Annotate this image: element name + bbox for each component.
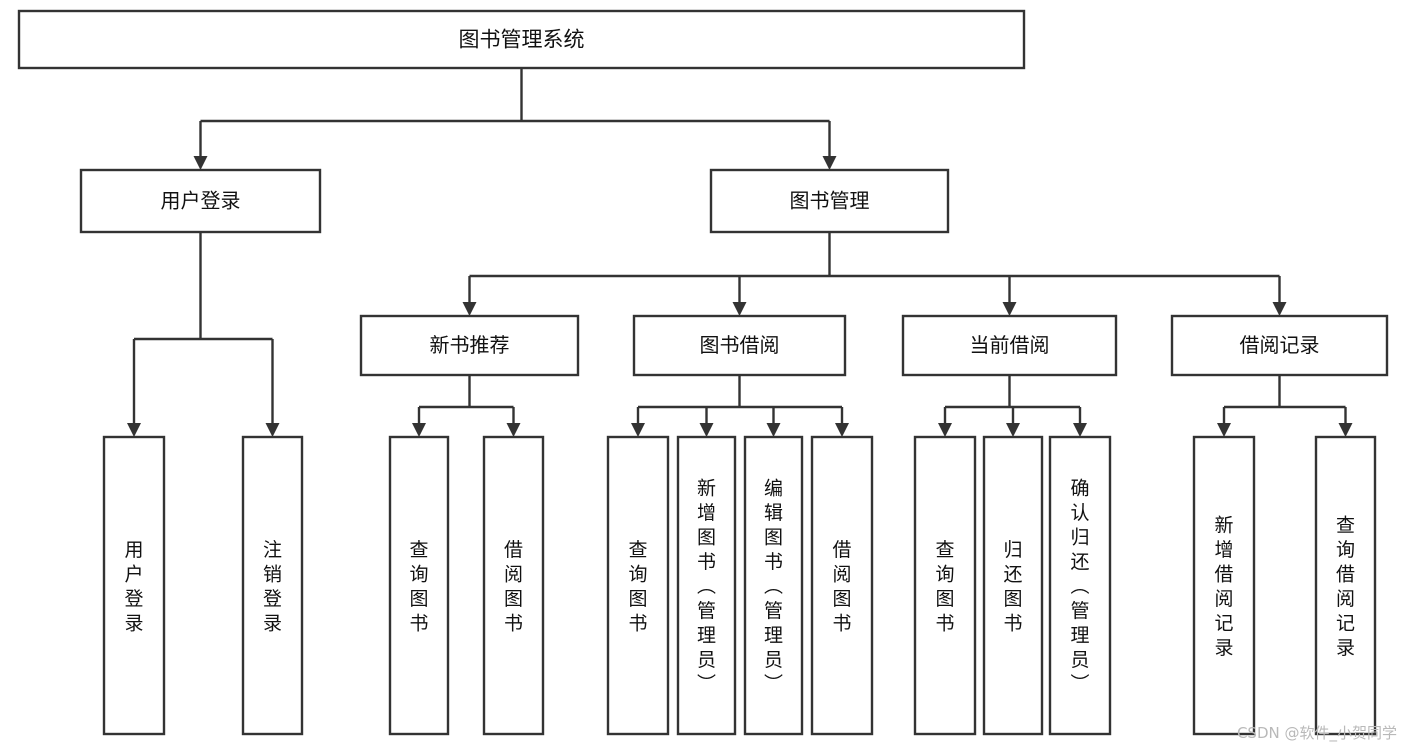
- node-box: [606, 435, 670, 736]
- node-book-borrow[interactable]: 图书借阅: [632, 314, 847, 377]
- node-label: 当前借阅: [970, 333, 1050, 357]
- arrow-head-icon: [631, 423, 645, 437]
- node-box: [982, 435, 1044, 736]
- edge-group-book-manage: [462, 232, 1287, 316]
- node-leaf-edit-book[interactable]: 编辑图书（管理员）: [743, 435, 804, 736]
- node-root[interactable]: 图书管理系统: [17, 9, 1026, 70]
- node-label: 确认归还（管理员）: [1070, 478, 1090, 696]
- edge-group-current-borrow: [938, 375, 1087, 437]
- edge-group-root: [193, 68, 837, 170]
- node-leaf-query-book-1[interactable]: 查询图书: [388, 435, 450, 736]
- arrow-head-icon: [1272, 302, 1287, 316]
- node-label: 图书借阅: [700, 333, 780, 357]
- edge-group-borrow-record: [1217, 375, 1353, 437]
- node-box: [709, 168, 950, 234]
- node-box: [632, 314, 847, 377]
- node-label: 新增借阅记录: [1214, 514, 1233, 659]
- node-label: 图书管理: [790, 189, 870, 213]
- edge-group-book-borrow: [631, 375, 849, 437]
- node-label: 查询图书: [935, 539, 954, 635]
- node-leaf-borrow-book-1[interactable]: 借阅图书: [482, 435, 545, 736]
- arrow-head-icon: [732, 302, 747, 316]
- node-label: 用户登录: [161, 189, 241, 213]
- node-box: [17, 9, 1026, 70]
- node-box: [359, 314, 580, 377]
- node-leaf-return-book[interactable]: 归还图书: [982, 435, 1044, 736]
- node-box: [241, 435, 304, 736]
- arrow-head-icon: [1006, 423, 1020, 437]
- node-label: 注销登录: [263, 539, 282, 635]
- edge-group-user-login: [127, 232, 280, 437]
- node-box: [1170, 314, 1389, 377]
- edge-group-new-book-rec: [412, 375, 521, 437]
- node-label: 查询借阅记录: [1336, 514, 1355, 659]
- arrow-head-icon: [822, 156, 837, 170]
- node-box: [1048, 435, 1112, 736]
- node-box: [810, 435, 874, 736]
- node-borrow-record[interactable]: 借阅记录: [1170, 314, 1389, 377]
- node-box: [913, 435, 977, 736]
- node-box: [388, 435, 450, 736]
- node-box: [1192, 435, 1256, 736]
- node-box: [102, 435, 166, 736]
- node-label: 查询图书: [628, 539, 647, 635]
- node-box: [79, 168, 322, 234]
- node-leaf-query-record[interactable]: 查询借阅记录: [1314, 435, 1377, 736]
- node-label: 归还图书: [1003, 539, 1022, 635]
- node-box: [901, 314, 1118, 377]
- node-user-login[interactable]: 用户登录: [79, 168, 322, 234]
- arrow-head-icon: [766, 423, 781, 437]
- node-leaf-add-record[interactable]: 新增借阅记录: [1192, 435, 1256, 736]
- node-leaf-borrow-book-2[interactable]: 借阅图书: [810, 435, 874, 736]
- node-label: 借阅图书: [832, 539, 851, 635]
- node-book-manage[interactable]: 图书管理: [709, 168, 950, 234]
- arrow-head-icon: [506, 423, 521, 437]
- node-label: 编辑图书（管理员）: [764, 478, 784, 696]
- node-label: 借阅记录: [1240, 333, 1320, 357]
- node-box: [482, 435, 545, 736]
- arrow-head-icon: [265, 423, 280, 437]
- csdn-watermark: CSDN @软件_小贺同学: [1236, 724, 1397, 742]
- arrow-head-icon: [193, 156, 208, 170]
- node-box: [676, 435, 737, 736]
- arrow-head-icon: [462, 302, 477, 316]
- nodes-layer: 图书管理系统用户登录图书管理新书推荐图书借阅当前借阅借阅记录用户登录注销登录查询…: [17, 9, 1389, 736]
- node-box: [743, 435, 804, 736]
- node-label: 查询图书: [409, 539, 428, 635]
- node-leaf-query-book-2[interactable]: 查询图书: [606, 435, 670, 736]
- node-box: [1314, 435, 1377, 736]
- arrow-head-icon: [1073, 423, 1087, 437]
- arrow-head-icon: [1217, 423, 1231, 437]
- arrow-head-icon: [699, 423, 714, 437]
- arrow-head-icon: [938, 423, 952, 437]
- node-leaf-user-logout[interactable]: 注销登录: [241, 435, 304, 736]
- node-current-borrow[interactable]: 当前借阅: [901, 314, 1118, 377]
- arrow-head-icon: [835, 423, 849, 437]
- node-label: 新增图书（管理员）: [697, 478, 717, 696]
- node-leaf-user-login[interactable]: 用户登录: [102, 435, 166, 736]
- edges-layer: [127, 68, 1353, 437]
- node-label: 用户登录: [124, 539, 143, 635]
- arrow-head-icon: [1338, 423, 1353, 437]
- node-new-book-rec[interactable]: 新书推荐: [359, 314, 580, 377]
- node-label: 新书推荐: [430, 333, 510, 357]
- node-leaf-query-book-3[interactable]: 查询图书: [913, 435, 977, 736]
- node-leaf-confirm-return[interactable]: 确认归还（管理员）: [1048, 435, 1112, 736]
- node-leaf-add-book[interactable]: 新增图书（管理员）: [676, 435, 737, 736]
- arrow-head-icon: [127, 423, 141, 437]
- arrow-head-icon: [1002, 302, 1017, 316]
- arrow-head-icon: [412, 423, 426, 437]
- node-label: 图书管理系统: [459, 28, 585, 52]
- node-label: 借阅图书: [504, 539, 523, 635]
